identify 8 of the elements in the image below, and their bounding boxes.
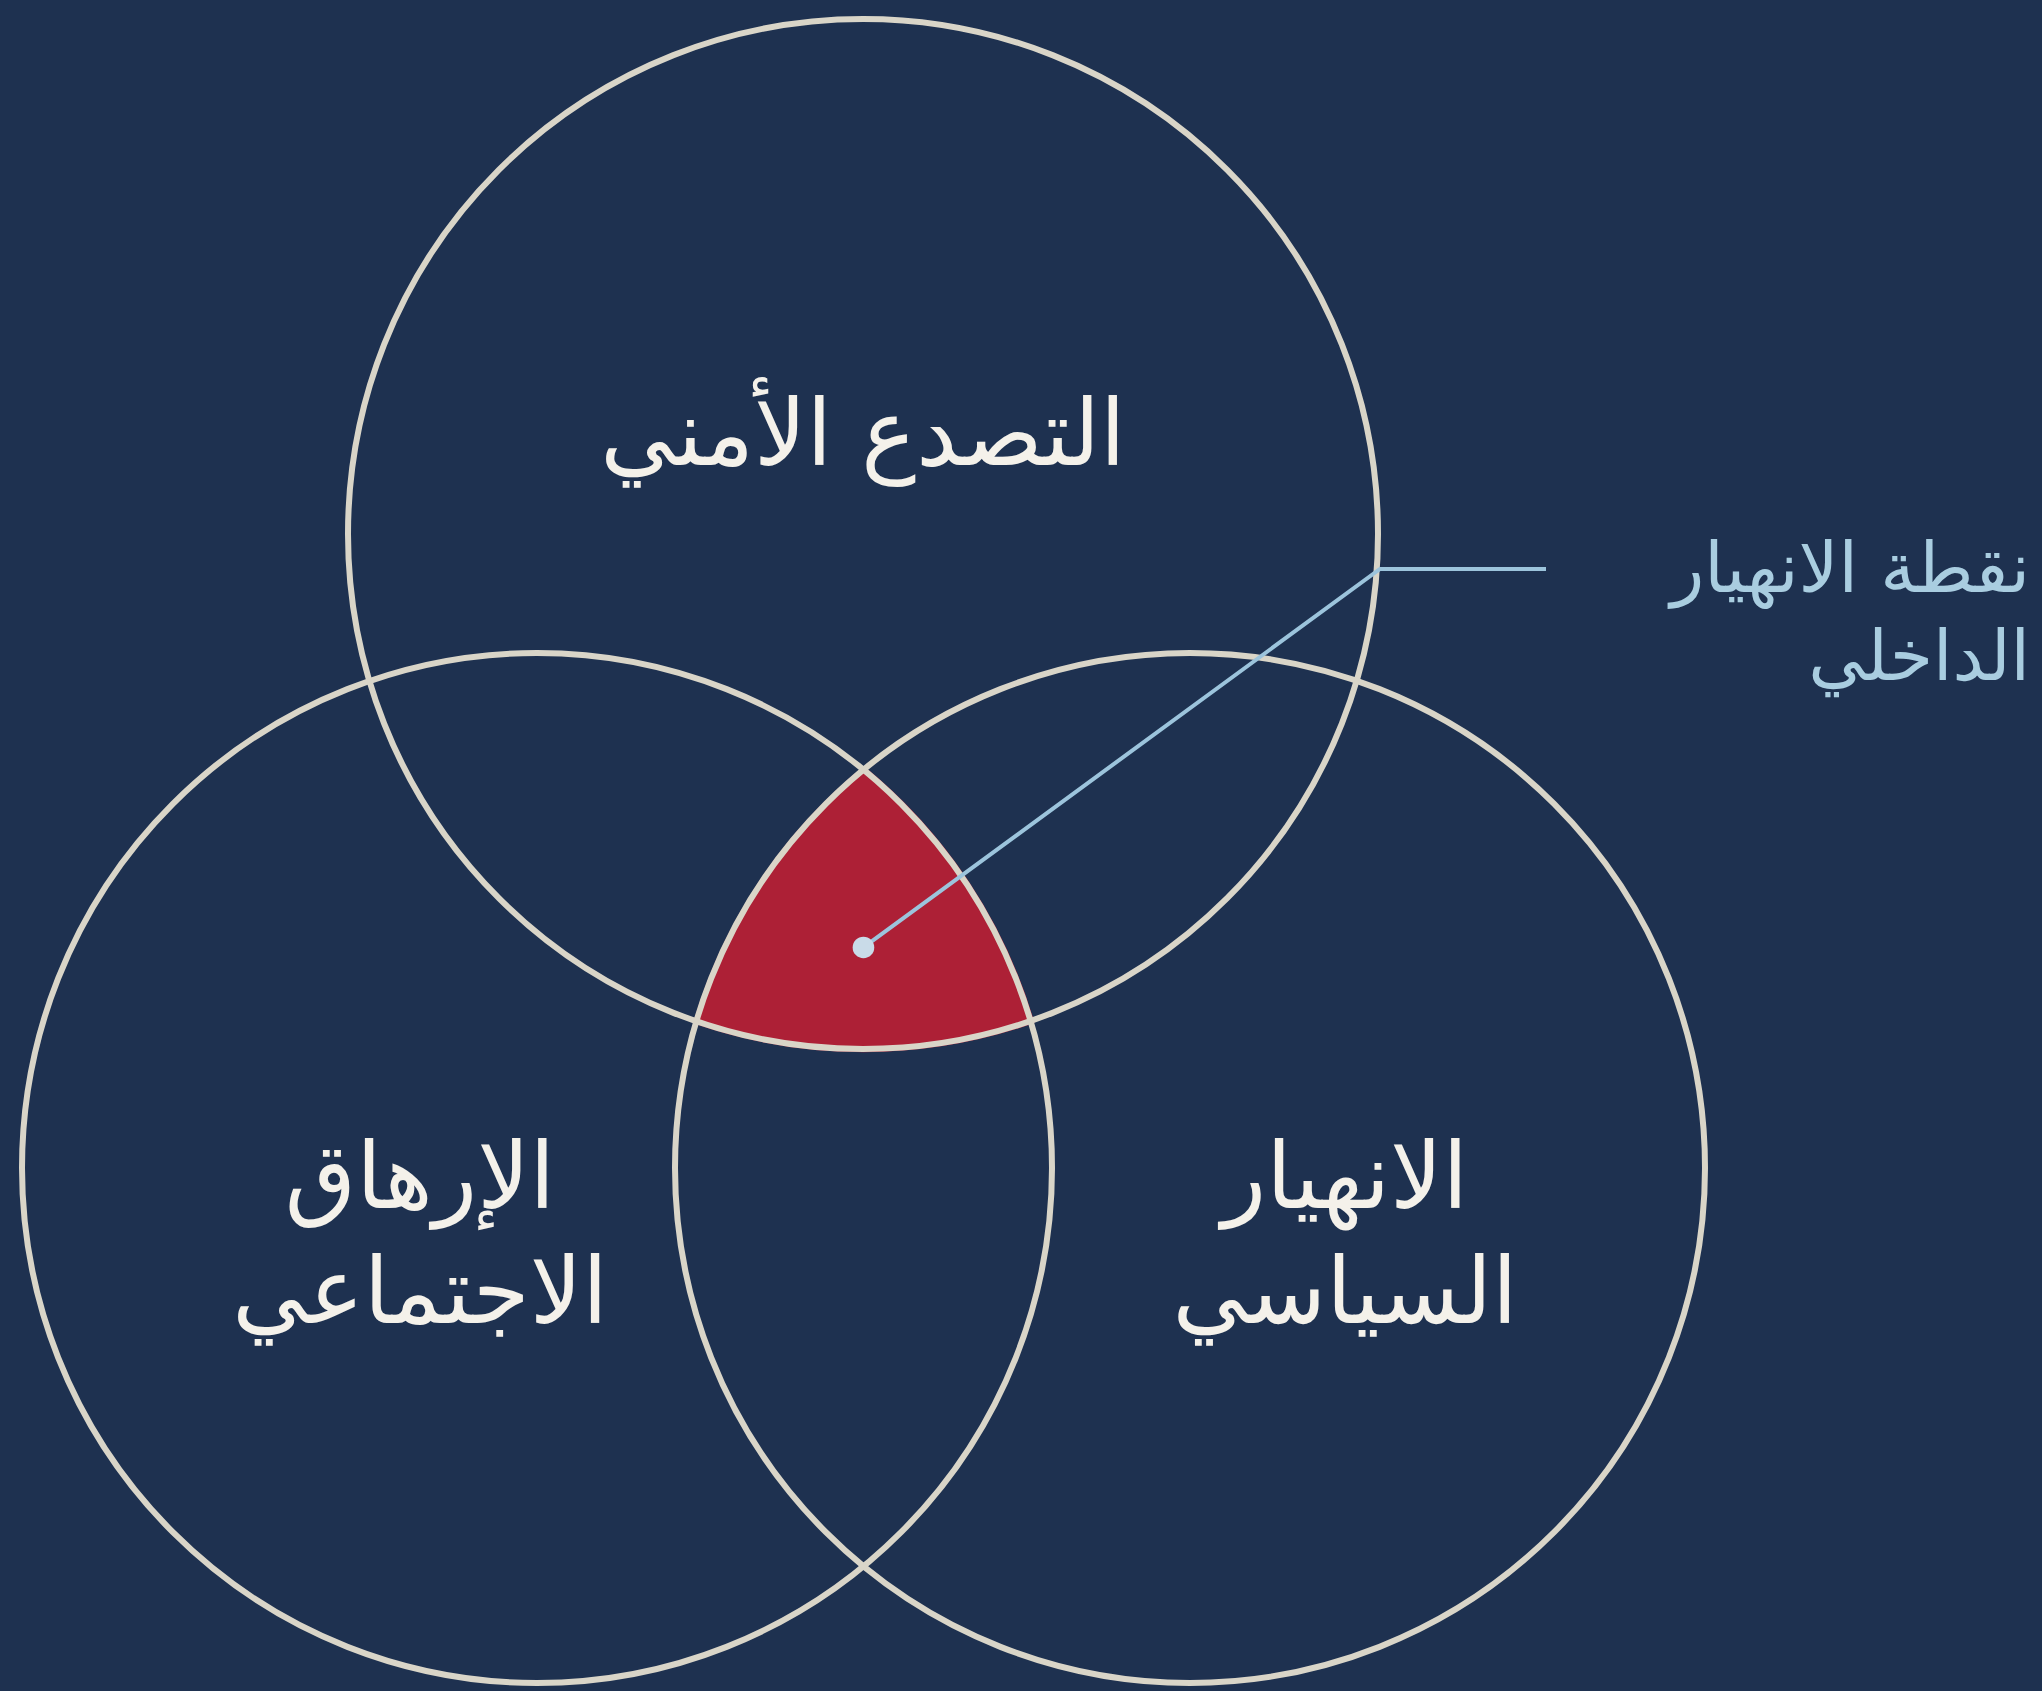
circle-label: الانهيار السياسي (1171, 1121, 1519, 1348)
circle-label: التصدع الأمني (599, 376, 1127, 490)
venn-circle (19, 650, 1055, 1686)
circle-label: الإرهاق الاجتماعي (231, 1121, 609, 1348)
venn-circle (672, 650, 1708, 1686)
venn-circle (345, 16, 1381, 1052)
leader-line (852, 567, 1546, 959)
callout-label: نقطة الانهيار الداخلي (1560, 525, 2030, 700)
